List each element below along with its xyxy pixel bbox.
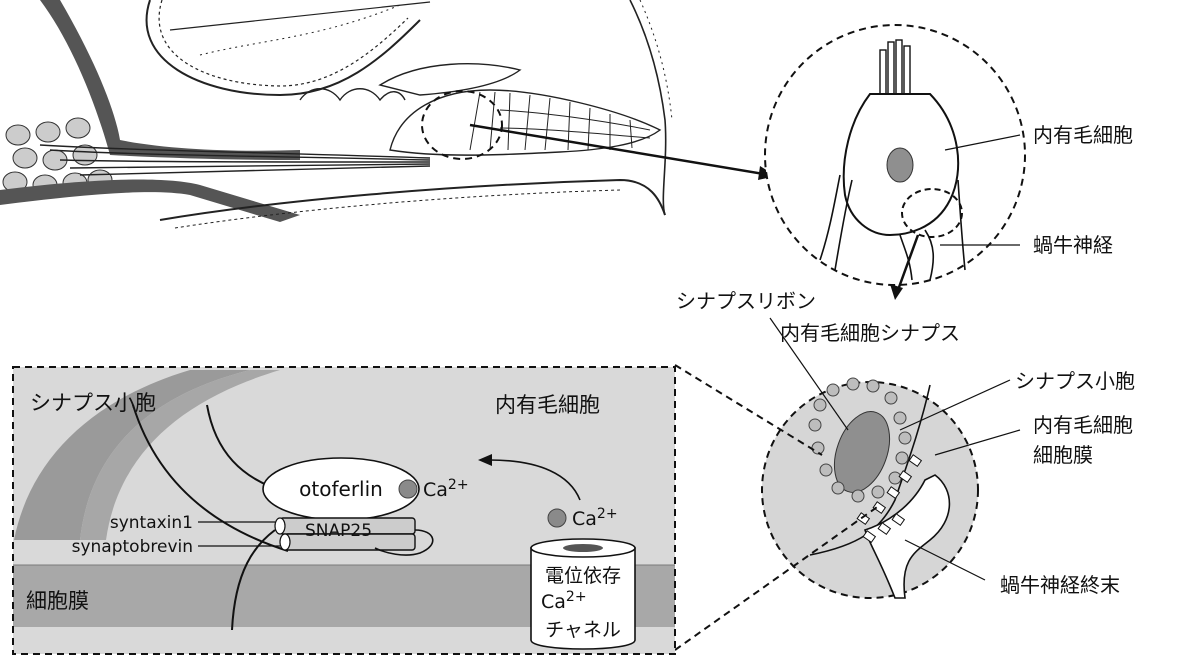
channel-label-3: チャネル (545, 619, 621, 641)
label-inner-hair-cell: 内有毛細胞 (1033, 123, 1133, 147)
hair-cell-zoom: 内有毛細胞 蝸牛神経 (765, 25, 1133, 300)
synaptobrevin-label: synaptobrevin (72, 537, 193, 557)
nucleus (887, 148, 913, 182)
label-synaptic-vesicle: シナプス小胞 (1015, 369, 1135, 393)
lower-bony-wall (0, 180, 300, 222)
syntaxin-label: syntaxin1 (110, 513, 193, 533)
membrane-cells (159, 0, 408, 86)
label-ihc-membrane-1: 内有毛細胞 (1033, 413, 1133, 437)
cochlea-cross-section (0, 0, 776, 228)
otoferlin-label: otoferlin (299, 477, 383, 501)
label-cochlear-nerve: 蝸牛神経 (1033, 233, 1113, 257)
snap25-label: SNAP25 (305, 521, 372, 541)
panel-label-ihc: 内有毛細胞 (495, 393, 600, 417)
label-synaptic-ribbon: シナプスリボン (676, 289, 816, 313)
detail-panel: シナプス小胞 内有毛細胞 細胞膜 otoferlin SNAP25 syntax… (13, 367, 675, 654)
panel-label-membrane: 細胞膜 (26, 589, 89, 613)
synapse-zoom: シナプスリボン 内有毛細胞シナプス (676, 289, 1135, 598)
label-ihc-synapse: 内有毛細胞シナプス (780, 321, 960, 345)
ca-ion-lower (548, 509, 566, 527)
ca-ion-upper (399, 480, 417, 498)
zoom-arrow-2-head (890, 284, 903, 300)
upper-duct-line (170, 2, 430, 30)
upper-duct-cells (200, 5, 400, 55)
outer-wall-cells (640, 0, 672, 120)
reissner-membrane (147, 0, 420, 95)
panel-label-vesicle: シナプス小胞 (30, 391, 156, 415)
label-ihc-membrane-2: 細胞膜 (1033, 443, 1093, 467)
channel-label-1: 電位依存 (545, 565, 621, 587)
label-nerve-terminal: 蝸牛神経終末 (1000, 573, 1120, 597)
